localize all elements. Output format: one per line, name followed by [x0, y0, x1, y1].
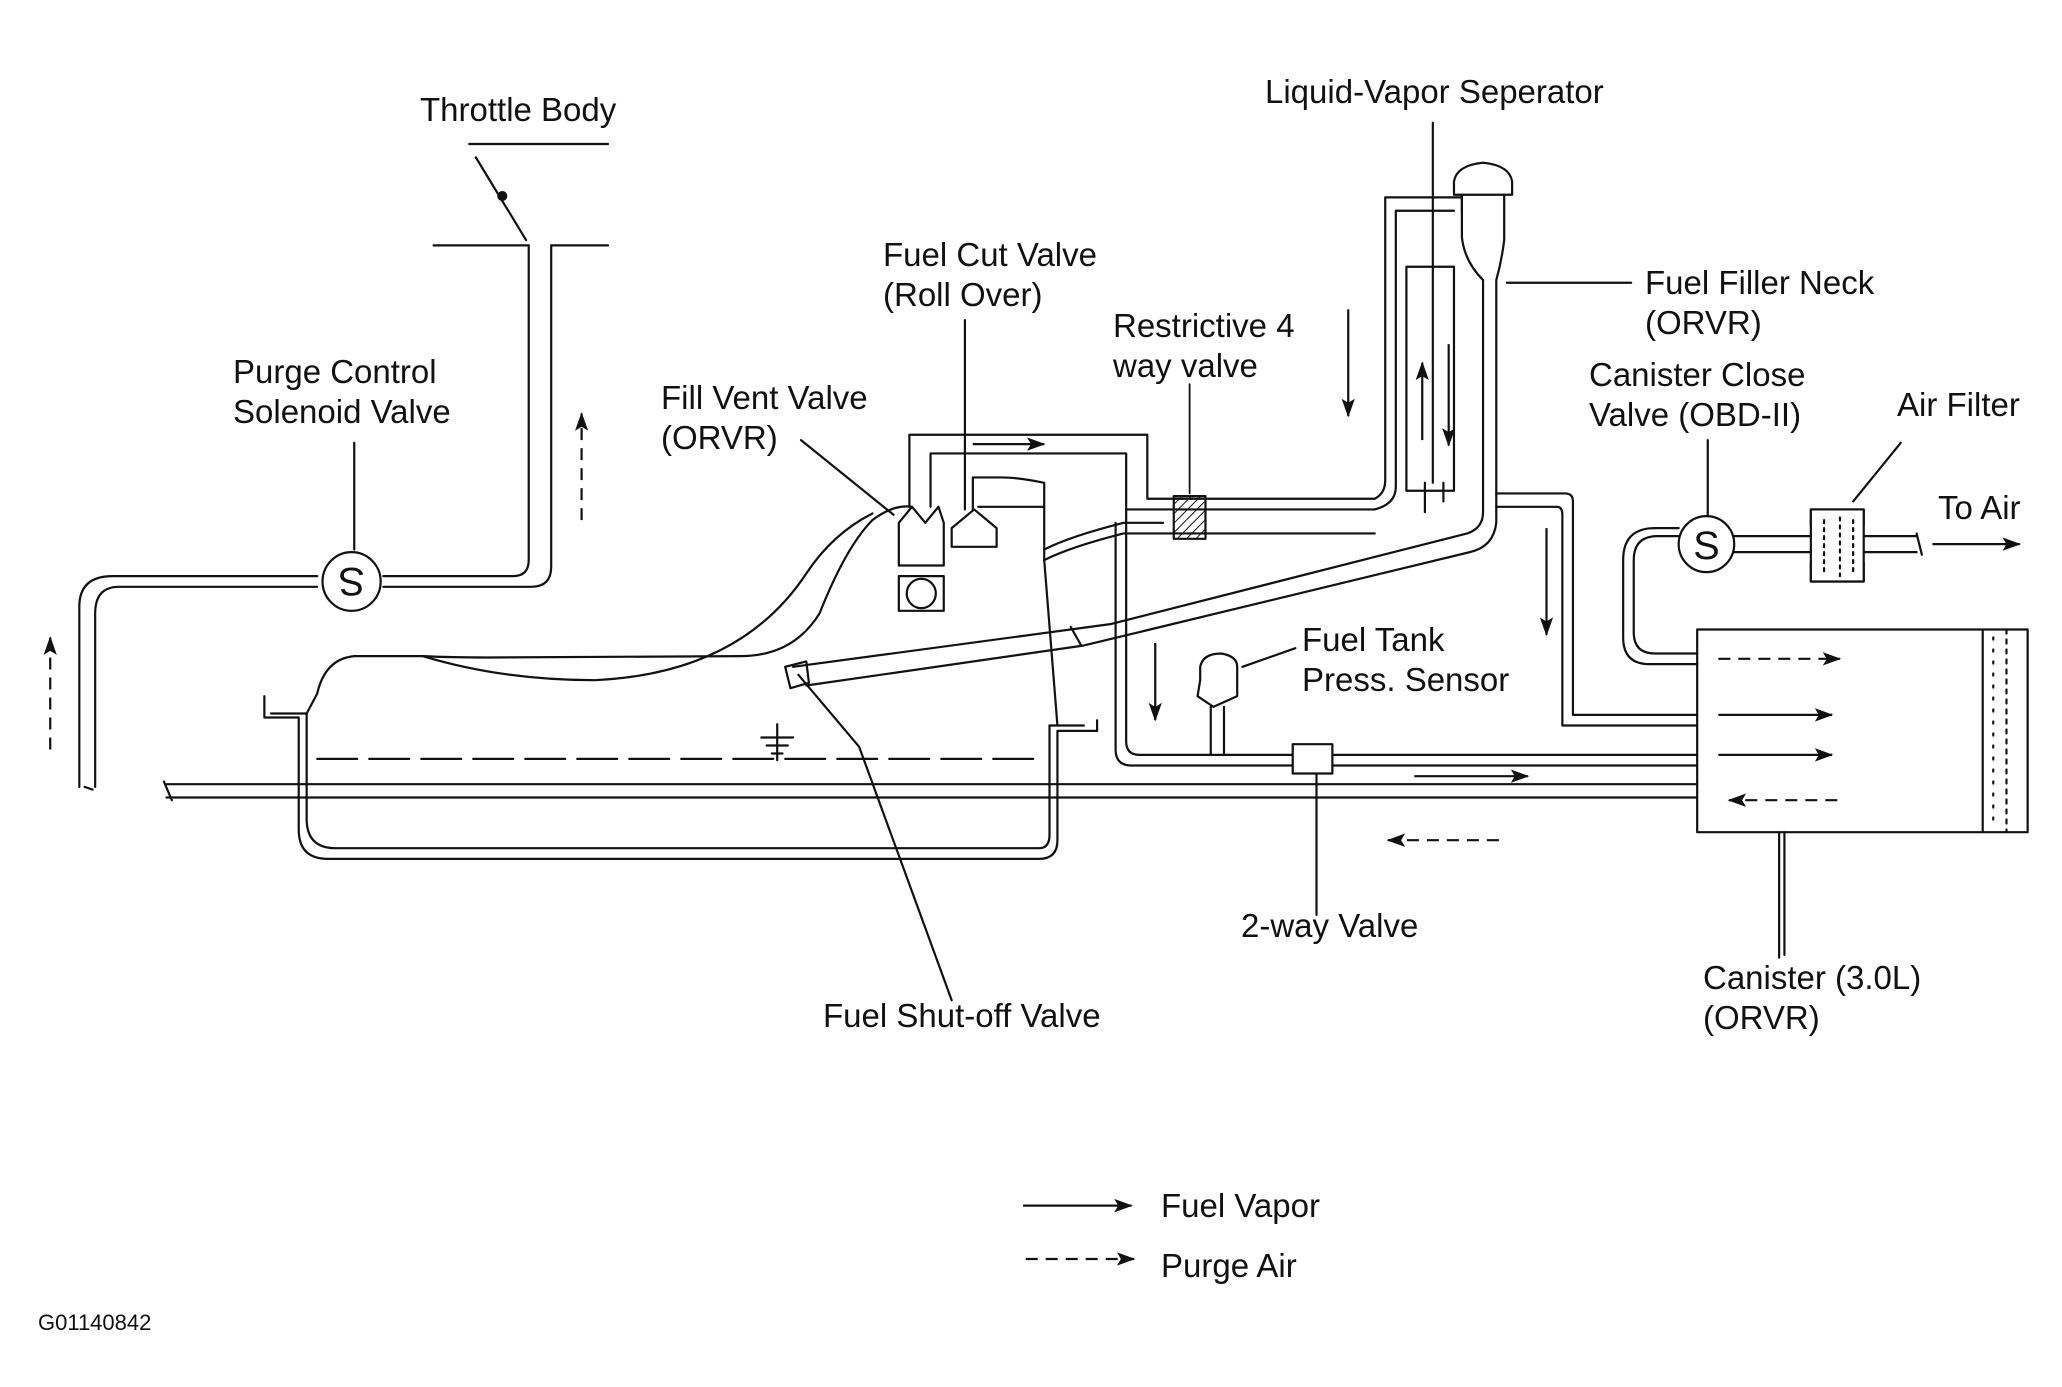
- label-line: Fuel Tank: [1302, 621, 1445, 658]
- fill-vent-valve-label: Fill Vent Valve (ORVR): [661, 378, 868, 458]
- air-filter-label: Air Filter: [1897, 386, 2020, 423]
- label-line: (ORVR): [1645, 304, 1762, 341]
- fuel-tank: [264, 506, 1097, 858]
- label-line: (ORVR): [661, 419, 778, 456]
- label-line: (Roll Over): [883, 276, 1043, 313]
- two-way-valve: [1293, 744, 1333, 915]
- purge-air-arrows: [43, 412, 1842, 1266]
- fuel-cut-valve: [952, 509, 997, 546]
- label-line: Solenoid Valve: [233, 393, 451, 430]
- to-air-label: To Air: [1938, 489, 2021, 526]
- throttle-body: [434, 144, 608, 245]
- label-line: Press. Sensor: [1302, 661, 1510, 698]
- label-line: Purge Control: [233, 353, 437, 390]
- fuel-tank-press-sensor-label: Fuel Tank Press. Sensor: [1302, 620, 1509, 700]
- restrictive-4-way-valve: [1174, 384, 1206, 539]
- throttle-body-label: Throttle Body: [420, 91, 617, 128]
- purge-control-solenoid: [323, 443, 381, 611]
- fuel-shutoff-valve-label: Fuel Shut-off Valve: [823, 997, 1101, 1034]
- fuel-filler-neck-label: Fuel Filler Neck (ORVR): [1645, 263, 1874, 343]
- canister-close-valve-label: Canister Close Valve (OBD-II): [1589, 355, 1805, 435]
- canister: [1697, 629, 2027, 957]
- purge-pipe: [164, 782, 1697, 801]
- canister-valve-symbol: S: [1693, 524, 1719, 568]
- purge-control-solenoid-label: Purge Control Solenoid Valve: [233, 352, 451, 432]
- restrictive-valve-label: Restrictive 4 way valve: [1113, 306, 1295, 386]
- figure-code: G01140842: [38, 1310, 152, 1335]
- liquid-vapor-separator-label: Liquid-Vapor Seperator: [1265, 73, 1604, 110]
- filler-to-canister-line: [1496, 283, 1697, 726]
- pressure-sensor-line: [1116, 509, 1698, 765]
- label-line: Fill Vent Valve: [661, 379, 868, 416]
- purge-line: [79, 245, 551, 789]
- fill-vent-valve: [899, 507, 944, 611]
- legend-fuel-vapor: Fuel Vapor: [1161, 1187, 1320, 1224]
- label-line: Fuel Cut Valve: [883, 236, 1097, 273]
- leader-lines: [801, 320, 1784, 955]
- label-line: (ORVR): [1703, 999, 1820, 1036]
- canister-label: Canister (3.0L) (ORVR): [1703, 958, 1921, 1038]
- label-line: Restrictive 4: [1113, 307, 1295, 344]
- air-filter: [1811, 443, 1922, 582]
- label-line: way valve: [1113, 347, 1258, 384]
- label-line: Fuel Filler Neck: [1645, 264, 1875, 301]
- label-line: Canister Close: [1589, 356, 1806, 393]
- label-line: Canister (3.0L): [1703, 959, 1922, 996]
- fuel-filler-neck: [785, 163, 1512, 1001]
- canister-close-valve: [1623, 440, 1811, 664]
- fuel-cut-valve-label: Fuel Cut Valve (Roll Over): [883, 235, 1097, 315]
- fuel-vapor-arrows: [973, 309, 2022, 1213]
- legend-purge-air: Purge Air: [1161, 1247, 1297, 1284]
- vent-lines: [909, 435, 1374, 560]
- purge-solenoid-symbol: S: [338, 559, 364, 603]
- two-way-valve-label: 2-way Valve: [1241, 907, 1419, 944]
- liquid-vapor-separator: [1406, 123, 1454, 512]
- label-line: Valve (OBD-II): [1589, 396, 1802, 433]
